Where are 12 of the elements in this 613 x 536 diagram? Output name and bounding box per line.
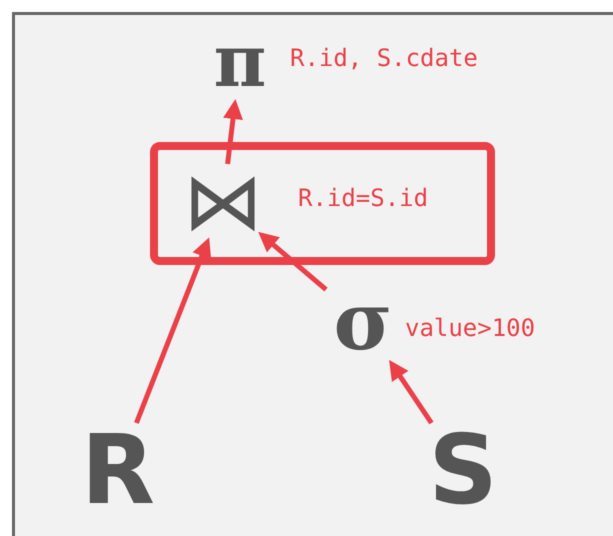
join-symbol: ⋈ [188, 166, 258, 238]
projection-symbol: π [212, 22, 268, 100]
condition-label: value>100 [405, 316, 536, 340]
relation-label: R [82, 425, 154, 515]
arrow [134, 237, 212, 424]
relation-label: S [432, 425, 494, 515]
selection-symbol: σ [332, 282, 394, 360]
highlight-box [150, 142, 495, 265]
condition-label: R.id=S.id [298, 186, 428, 210]
condition-label: R.id, S.cdate [290, 46, 478, 70]
arrow [258, 232, 328, 292]
arrow [389, 360, 434, 424]
